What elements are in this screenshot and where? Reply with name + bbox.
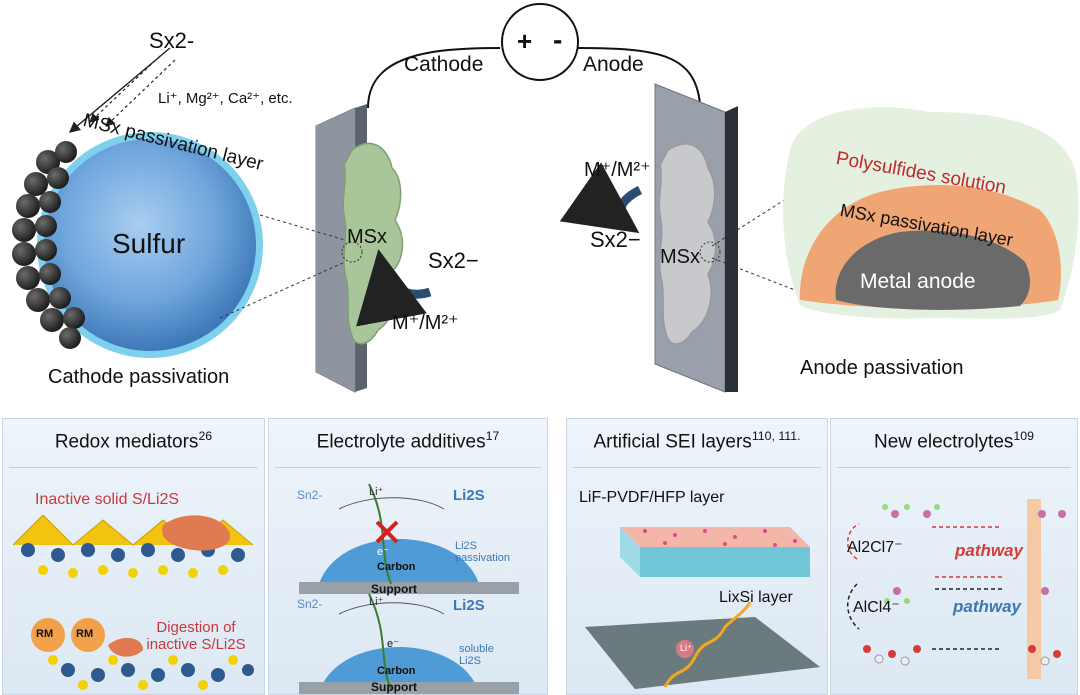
li2s-label-1: Li2S [453, 487, 485, 504]
carbon-label-1: Carbon [377, 561, 416, 573]
sx-top-label: Sx2- [149, 28, 195, 53]
li2s-label-2: Li2S [453, 597, 485, 614]
metal-anode-label: Metal anode [860, 270, 976, 293]
rm-label-1: RM [36, 628, 54, 640]
incoming-species-label: Li⁺, Mg²⁺, Ca²⁺, etc. [158, 90, 293, 107]
crystal-lattice-bottom [48, 655, 254, 690]
cathode-mplus-label: M⁺/M²⁺ [392, 312, 459, 334]
anode-msx-label: MSx [660, 246, 700, 268]
additives-illustration [299, 483, 519, 694]
panel-title: Redox mediators26 [54, 429, 213, 453]
li-label-2: Li⁺ [369, 596, 384, 608]
anode-sx-label: Sx2− [590, 227, 641, 252]
pathway-red-label: pathway [955, 541, 1024, 560]
inactive-solid-label: Inactive solid S/Li2S [35, 491, 180, 508]
panel-title: Electrolyte additives17 [316, 429, 500, 453]
cathode-label: Cathode [404, 53, 484, 76]
alcl4-label: AlCl4⁻ [853, 599, 900, 616]
e-label-2: e⁻ [387, 638, 399, 650]
soluble-li2s-label: soluble Li2S [459, 643, 494, 667]
anode-curved-arrow [559, 162, 643, 234]
cathode-sx-label: Sx2− [428, 248, 479, 273]
circuit-wire [367, 47, 701, 109]
pathway-blue-label: pathway [953, 597, 1022, 616]
e-label-1: e⁻ [377, 546, 389, 558]
metal-anode-shape [835, 230, 1031, 310]
panel-title: New electrolytes109 [874, 429, 1034, 453]
support-label-2: Support [371, 680, 417, 694]
anode-plate-edge [725, 106, 738, 392]
panel-electrolyte-additives: Electrolyte additives17 Sn2- Li⁺ Li2S e⁻… [268, 418, 548, 695]
support-label-1: Support [371, 582, 417, 596]
rm-molecules [31, 618, 143, 657]
anode-mplus-label: M⁺/M²⁺ [584, 159, 651, 181]
li-ion-label: Li⁺ [680, 643, 692, 653]
lif-layer-label: LiF-PVDF/HFP layer [579, 489, 725, 506]
rm-label-2: RM [76, 628, 94, 640]
cathode-curved-arrow [356, 249, 432, 327]
panel-redox-mediators: Redox mediators26 Inactive solid S/Li2S … [2, 418, 265, 695]
cathode-passivation-title: Cathode passivation [48, 366, 230, 388]
ion-arrow-2 [105, 59, 176, 127]
anode-label: Anode [583, 53, 644, 76]
electrolytes-illustration [847, 499, 1066, 679]
top-diagram [12, 3, 1079, 393]
sn-label-1: Sn2- [297, 488, 323, 502]
sn-label-2: Sn2- [297, 597, 323, 611]
power-source-circle [501, 3, 579, 81]
al2cl7-label: Al2Cl7⁻ [847, 539, 903, 556]
ion-arrow-1 [89, 55, 161, 123]
cathode-msx-label: MSx [347, 226, 387, 248]
passivation-particles [12, 141, 85, 349]
panel-artificial-sei: Artificial SEI layers110, 111. LiF-PVDF/… [566, 418, 828, 695]
digestion-label: Digestion of inactive S/Li2S [146, 619, 246, 653]
panel-new-electrolytes: New electrolytes109 Al2Cl7⁻ AlCl4⁻ pathw… [830, 418, 1078, 695]
anode-film [658, 143, 717, 345]
plus-sign: + [517, 26, 533, 56]
sulfur-label: Sulfur [112, 228, 186, 259]
crystal-lattice-top [13, 515, 254, 578]
anode-passivation-title: Anode passivation [800, 357, 964, 379]
sulfur-sphere [44, 139, 256, 351]
li-label-1: Li⁺ [369, 486, 384, 498]
carbon-label-2: Carbon [377, 665, 416, 677]
minus-sign: - [553, 24, 563, 55]
li2s-passivation-label: Li2S passivation [455, 540, 511, 564]
lixsi-layer-label: LixSi layer [719, 589, 793, 606]
redox-illustration [13, 515, 254, 690]
panel-title: Artificial SEI layers110, 111. [593, 429, 801, 453]
sei-illustration [585, 527, 820, 689]
